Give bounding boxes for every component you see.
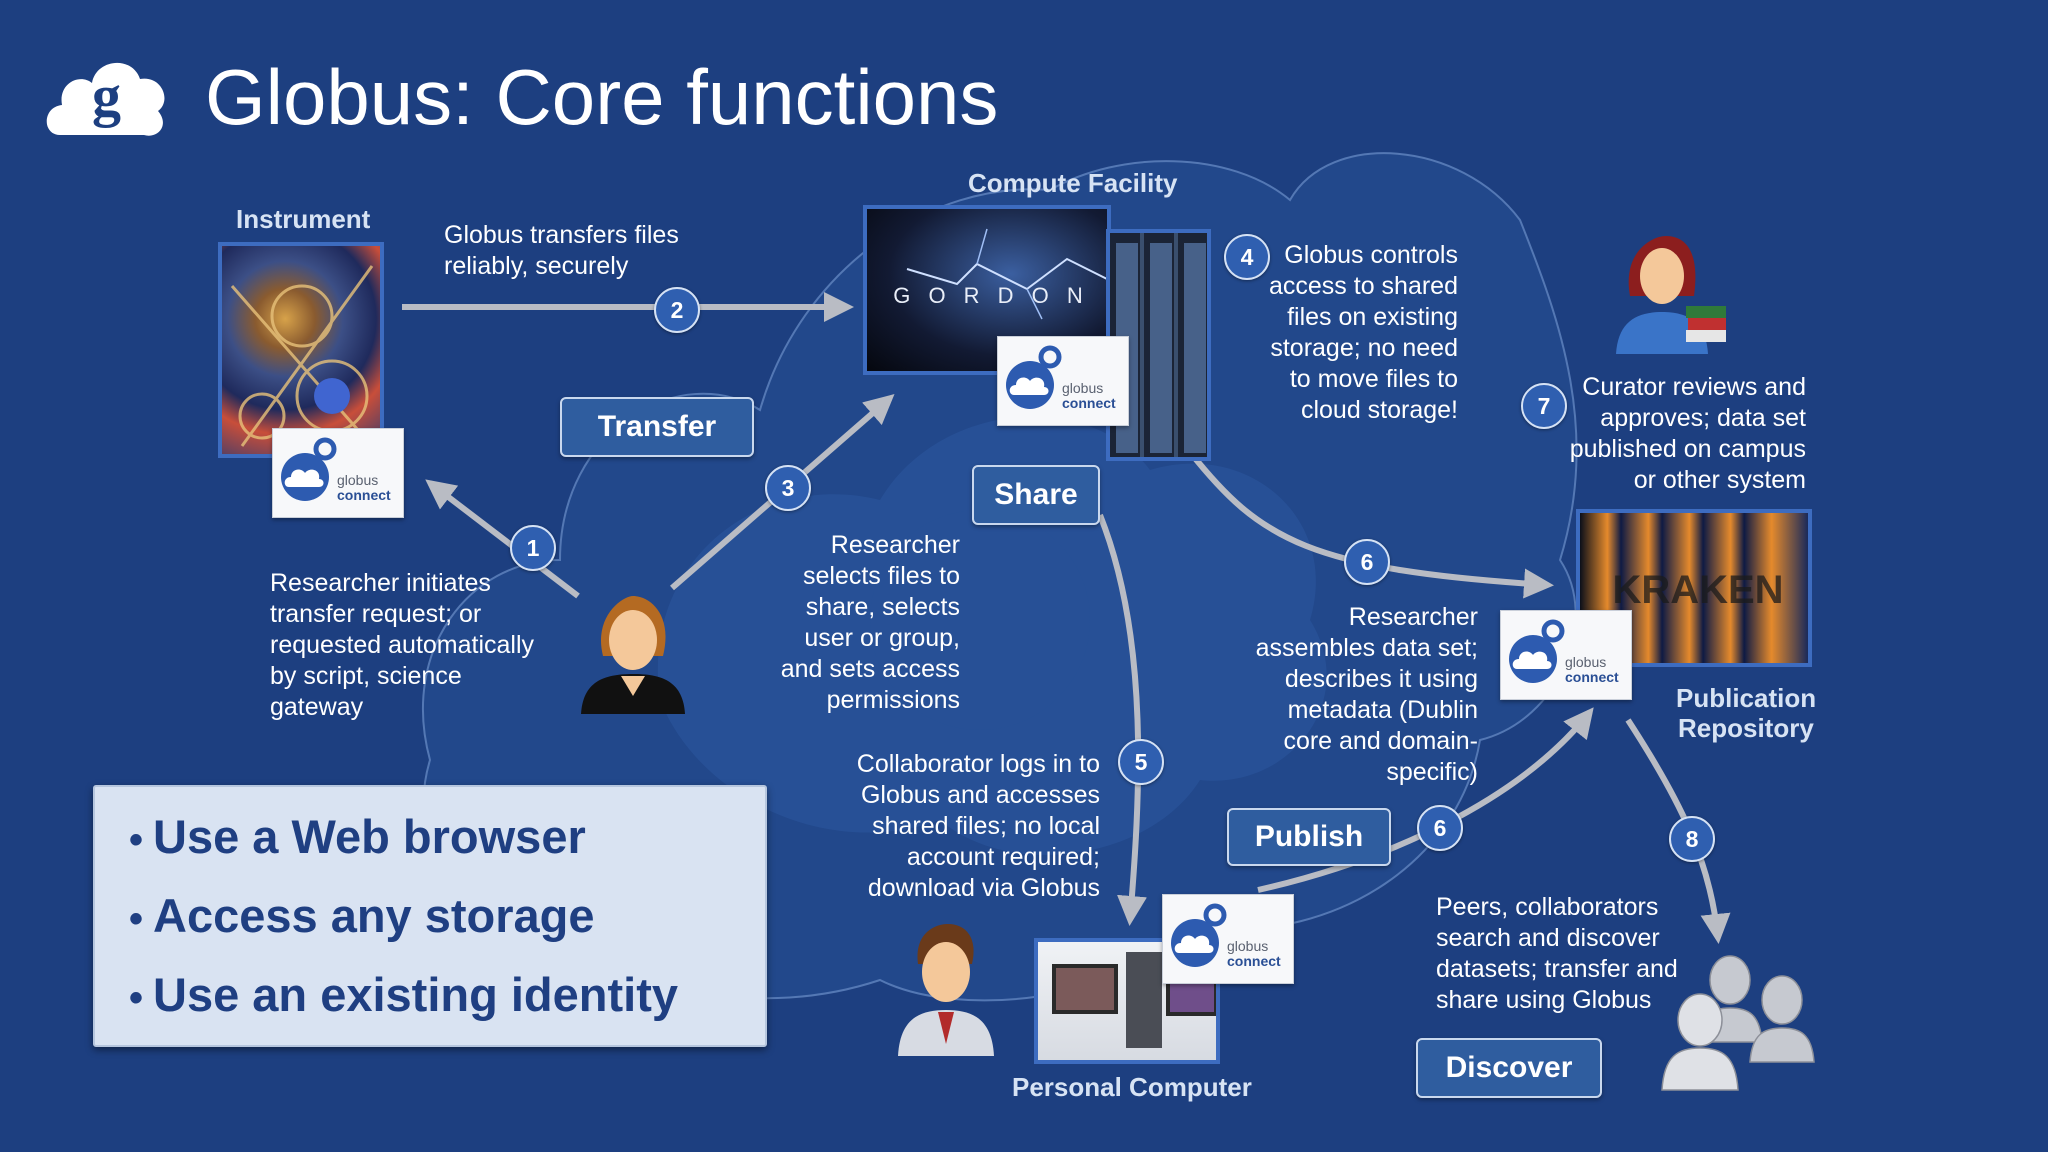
text-transfers-reliably: Globus transfers files reliably, securel… [444, 221, 679, 280]
gc-text-2: connect [337, 487, 391, 503]
globus-logo-icon: g [46, 62, 165, 136]
text-peers: Peers, collaborators search and discover… [1436, 893, 1678, 1014]
kraken-image: KRAKEN [1576, 509, 1812, 667]
text-curator: Curator reviews and approves; data set p… [1569, 373, 1806, 494]
text-assembles: Researcher assembles data set; describes… [1255, 603, 1478, 786]
publication-label-1: Publication [1676, 683, 1817, 713]
step-badge-6b: 6 [1417, 805, 1463, 851]
gordon-text: G O R D O N [893, 283, 1089, 308]
step-badge-6a: 6 [1344, 539, 1390, 585]
collaborator-icon [898, 924, 994, 1056]
kraken-text: KRAKEN [1612, 568, 1783, 612]
instrument-label: Instrument [236, 204, 371, 234]
page-title: Globus: Core functions [205, 53, 999, 141]
globus-connect-icon [1006, 345, 1062, 409]
arrow-5 [1097, 513, 1147, 926]
researcher-female-icon [581, 596, 685, 714]
gc-text-1: globus [1565, 654, 1607, 670]
arrow-1 [425, 479, 580, 599]
feature-item-1: Use a Web browser [129, 809, 586, 864]
features-callout: Use a Web browser Access any storage Use… [93, 785, 767, 1047]
share-button[interactable]: Share [972, 465, 1100, 525]
text-initiates: Researcher initiates transfer request; o… [270, 569, 535, 721]
gc-text-1: globus [1062, 380, 1104, 396]
feature-item-3: Use an existing identity [129, 967, 678, 1022]
discover-button[interactable]: Discover [1416, 1038, 1602, 1098]
globus-connect-icon [1171, 903, 1227, 967]
publish-button[interactable]: Publish [1227, 808, 1391, 866]
text-collaborator: Collaborator logs in to Globus and acces… [856, 750, 1100, 902]
step-badge-8: 8 [1669, 816, 1715, 862]
curator-icon [1616, 236, 1726, 354]
gc-text-1: globus [337, 472, 379, 488]
step-badge-5: 5 [1118, 739, 1164, 785]
globus-connect-icon [1509, 619, 1565, 683]
gc-text-2: connect [1227, 953, 1281, 969]
svg-text:g: g [92, 63, 121, 128]
transfer-button[interactable]: Transfer [560, 397, 754, 457]
step-badge-3: 3 [765, 465, 811, 511]
gc-text-2: connect [1565, 669, 1619, 685]
gc-text-2: connect [1062, 395, 1116, 411]
peers-group-icon [1661, 955, 1815, 1091]
step-badge-2: 2 [654, 287, 700, 333]
feature-item-2: Access any storage [129, 888, 595, 943]
text-controls: Globus controls access to shared files o… [1269, 241, 1458, 424]
step-badge-1: 1 [510, 525, 556, 571]
gc-text-1: globus [1227, 938, 1269, 954]
globus-connect-icon [281, 437, 337, 501]
instrument-image [218, 242, 384, 458]
publication-label-2: Repository [1678, 713, 1814, 743]
personal-computer-label: Personal Computer [1012, 1072, 1252, 1102]
step-badge-7: 7 [1521, 383, 1567, 429]
step-badge-4: 4 [1224, 234, 1270, 280]
compute-facility-label: Compute Facility [968, 168, 1178, 198]
text-selects: Researcher selects files to share, selec… [780, 531, 960, 714]
arrow-6-top [1187, 450, 1554, 599]
